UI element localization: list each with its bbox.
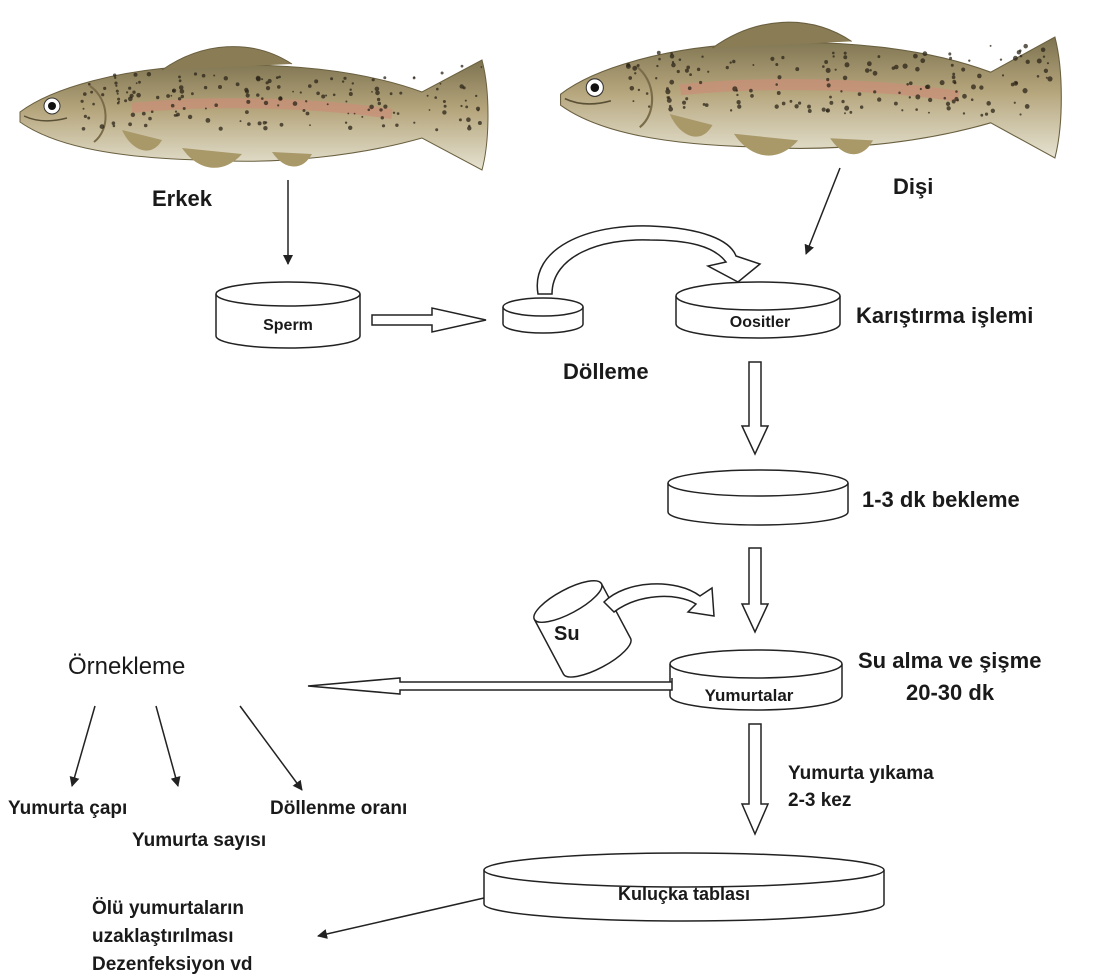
- eggs-label: Yumurtalar: [705, 686, 794, 705]
- wait-label: 1-3 dk bekleme: [862, 487, 1020, 512]
- incubation-label: Kuluçka tablası: [618, 884, 750, 904]
- female-fish-image: [561, 22, 1062, 158]
- down-arrow-to-incubation: [742, 724, 768, 834]
- sperm-transfer-arrow: [372, 308, 486, 332]
- wash-label-1: Yumurta yıkama: [788, 763, 934, 784]
- wash-label-2: 2-3 kez: [788, 790, 851, 811]
- dead-eggs-label-1: Ölü yumurtaların: [92, 898, 244, 919]
- sperm-label: Sperm: [263, 317, 313, 334]
- water-cup: [529, 573, 636, 685]
- arrow-egg-diameter: [72, 706, 95, 786]
- dead-eggs-label-2: uzaklaştırılması: [92, 926, 234, 947]
- water-label: Su: [554, 623, 580, 645]
- waiting-dish: [668, 470, 848, 525]
- male-label: Erkek: [152, 186, 213, 211]
- down-arrow-to-eggs: [742, 548, 768, 632]
- mixing-small-dish: [503, 298, 583, 333]
- female-to-oocytes-arrow: [806, 168, 840, 254]
- egg-diameter-label: Yumurta çapı: [8, 798, 127, 819]
- mixing-label: Karıştırma işlemi: [856, 303, 1033, 328]
- male-fish-image: [20, 47, 488, 170]
- dead-eggs-label-3: Dezenfeksiyon vd: [92, 954, 253, 975]
- sampling-label: Örnekleme: [68, 653, 185, 680]
- fert-rate-label: Döllenme oranı: [270, 798, 407, 819]
- arrow-egg-count: [156, 706, 178, 786]
- sampling-arrow: [308, 678, 672, 694]
- egg-count-label: Yumurta sayısı: [132, 830, 266, 851]
- water-uptake-time-label: 20-30 dk: [906, 680, 995, 705]
- water-pour-arrow: [604, 584, 714, 616]
- arrow-dead-eggs: [318, 898, 484, 936]
- fertilization-label: Dölleme: [563, 359, 649, 384]
- arrow-fert-rate: [240, 706, 302, 790]
- down-arrow-to-wait: [742, 362, 768, 454]
- sperm-dish: [216, 282, 360, 348]
- oocytes-label: Oositler: [730, 314, 790, 331]
- water-uptake-label: Su alma ve şişme: [858, 648, 1041, 673]
- female-label: Dişi: [893, 174, 933, 199]
